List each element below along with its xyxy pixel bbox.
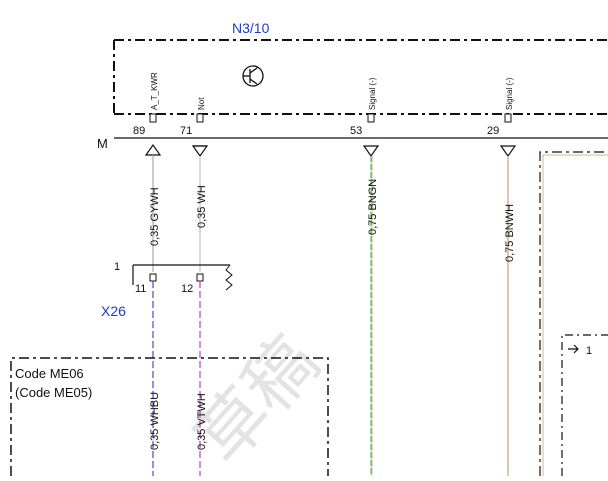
transistor-icon bbox=[242, 65, 264, 87]
wire-label-vtwh: 0,35 VTWH bbox=[196, 393, 208, 450]
wire-label-wh: 0,35 WH bbox=[196, 185, 208, 228]
svg-text:71: 71 bbox=[180, 125, 192, 137]
module-pin-89: 89 A_T_KWR bbox=[133, 72, 159, 137]
svg-text:A_T_KWR: A_T_KWR bbox=[150, 72, 159, 110]
svg-text:1: 1 bbox=[114, 261, 120, 273]
module-pin-53: 53 Signal (-) bbox=[350, 77, 377, 137]
module-name: N3/10 bbox=[232, 20, 270, 36]
code-box-line2: (Code ME05) bbox=[15, 385, 92, 400]
right-box-inner bbox=[561, 334, 608, 476]
connector-name: X26 bbox=[101, 303, 126, 319]
input-arrow-icon bbox=[499, 145, 517, 158]
right-box-outer bbox=[539, 151, 608, 476]
svg-text:12: 12 bbox=[181, 283, 193, 295]
svg-text:89: 89 bbox=[133, 125, 145, 137]
wire-label-bngn: 0,75 BNGN bbox=[367, 179, 379, 235]
svg-text:Signal (-): Signal (-) bbox=[368, 77, 377, 110]
svg-text:53: 53 bbox=[350, 125, 362, 137]
module-pin-71: 71 Not bbox=[180, 97, 206, 137]
wire-label-whbu: 0,35 WHBU bbox=[149, 392, 161, 450]
input-arrow-icon bbox=[191, 145, 209, 158]
output-arrow-icon bbox=[144, 143, 162, 156]
module-pin-29: 29 Signal (-) bbox=[487, 77, 514, 137]
svg-text:11: 11 bbox=[135, 283, 146, 295]
wire-label-gywh: 0,35 GYWH bbox=[149, 187, 161, 246]
svg-text:Signal (-): Signal (-) bbox=[505, 77, 514, 110]
svg-text:29: 29 bbox=[487, 125, 499, 137]
arrow-right-icon bbox=[568, 344, 579, 354]
input-arrow-icon bbox=[362, 145, 380, 158]
code-box-line1: Code ME06 bbox=[15, 366, 84, 381]
right-box-label: 1 bbox=[586, 345, 592, 357]
wire-label-bnwh: 0,75 BNWH bbox=[504, 204, 516, 262]
svg-text:Not: Not bbox=[197, 97, 206, 110]
connector-x26: 1 11 12 bbox=[114, 261, 233, 295]
code-box-border bbox=[10, 357, 329, 476]
ground-label: M bbox=[97, 136, 108, 151]
